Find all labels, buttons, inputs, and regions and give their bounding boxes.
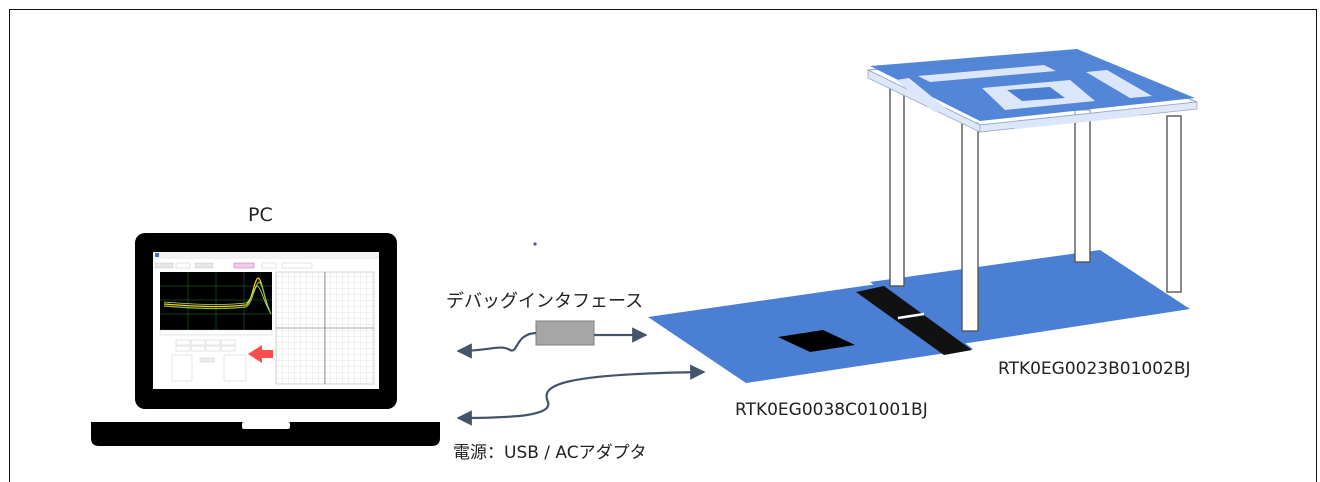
pillars [889,87,1182,332]
power-label: 電源：USB / ACアダプタ [453,443,647,463]
screen-red-arrow-icon [248,345,273,363]
base-electrode [778,330,855,352]
debug-interface-label: デバッグインタフェース [446,291,643,312]
base-board-label: RTK0EG0038C01001BJ [735,400,928,420]
laptop [91,233,440,446]
top-board-base [870,250,1190,345]
debug-interface-device [535,320,595,346]
laptop-notch [242,422,290,429]
laptop-base [91,422,440,446]
connector [856,286,972,355]
arrows [456,327,706,426]
stray-dot [533,242,537,246]
figure-frame [9,9,1317,482]
top-board-label: RTK0EG0023B01002BJ [998,359,1191,379]
board-assembly [648,49,1198,383]
screen-chart [160,272,272,330]
arrow-power [456,364,706,426]
pc-label: PC [248,204,273,226]
top-plate [866,49,1198,133]
arrow-debug-to-pc [456,331,537,359]
